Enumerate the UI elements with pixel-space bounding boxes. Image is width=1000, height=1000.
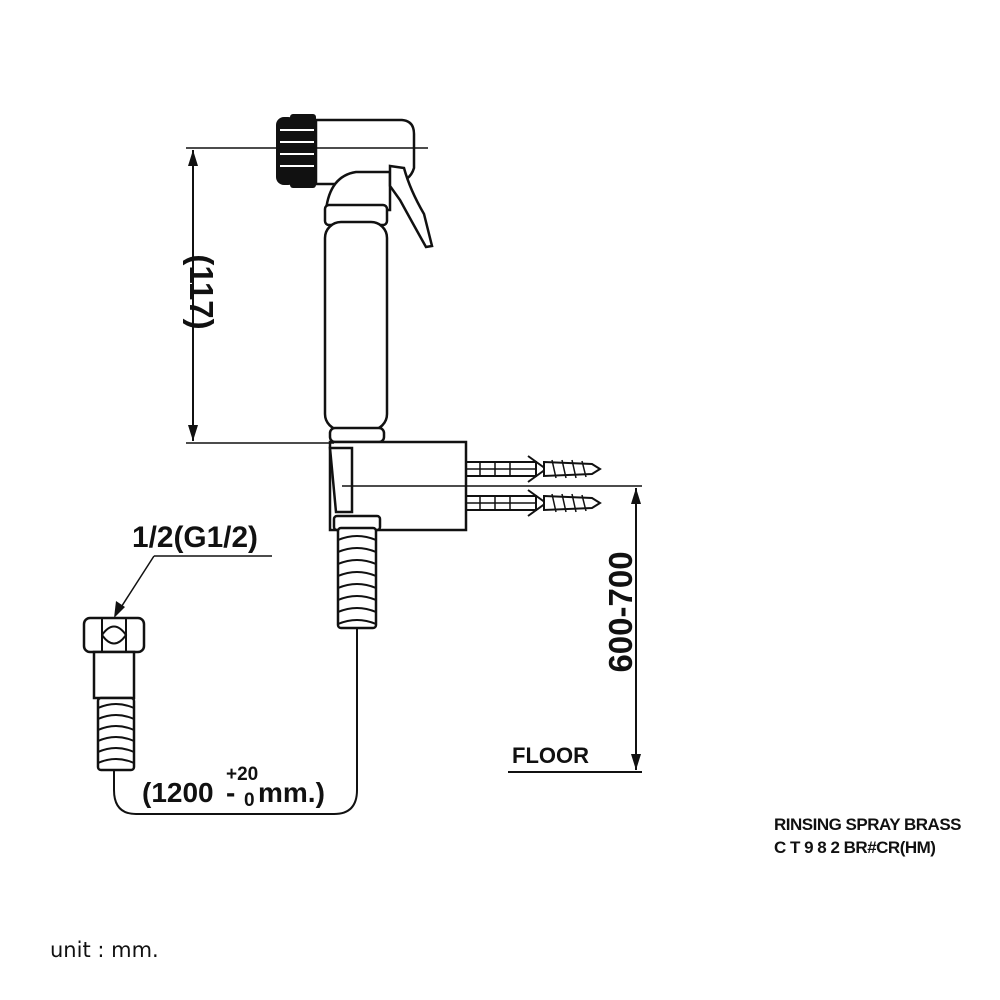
spray-handle <box>323 203 389 444</box>
hose-tolerance-plus: +20 <box>226 764 258 785</box>
floor-label: FLOOR <box>512 743 589 768</box>
dimension-mount-height <box>342 485 642 773</box>
unit-note: unit : mm. <box>50 938 159 962</box>
product-name: RINSING SPRAY BRASS <box>774 815 961 834</box>
hose-end-fitting <box>82 616 146 772</box>
mount-height-label: 600-700 <box>602 551 639 672</box>
spray-head <box>276 114 434 249</box>
thread-size-label: 1/2(G1/2) <box>132 521 258 554</box>
hose-tolerance-zero: 0 <box>244 790 255 811</box>
hose-upper-spring <box>336 526 378 630</box>
handle-height-label: (117) <box>183 254 220 329</box>
dimension-handle-height <box>186 147 428 444</box>
nozzle-ring <box>290 114 316 188</box>
hose-line <box>113 628 358 815</box>
hose-length-label: (1200 <box>142 777 214 808</box>
hose-length-unit: mm.) <box>258 777 325 808</box>
hose-tolerance-minus: - <box>226 777 235 808</box>
product-model: C T 9 8 2 BR#CR(HM) <box>774 838 935 857</box>
thread-callout <box>114 555 272 618</box>
wall-screws <box>465 455 602 517</box>
trigger-lever <box>388 164 434 249</box>
head-neck <box>324 170 392 212</box>
